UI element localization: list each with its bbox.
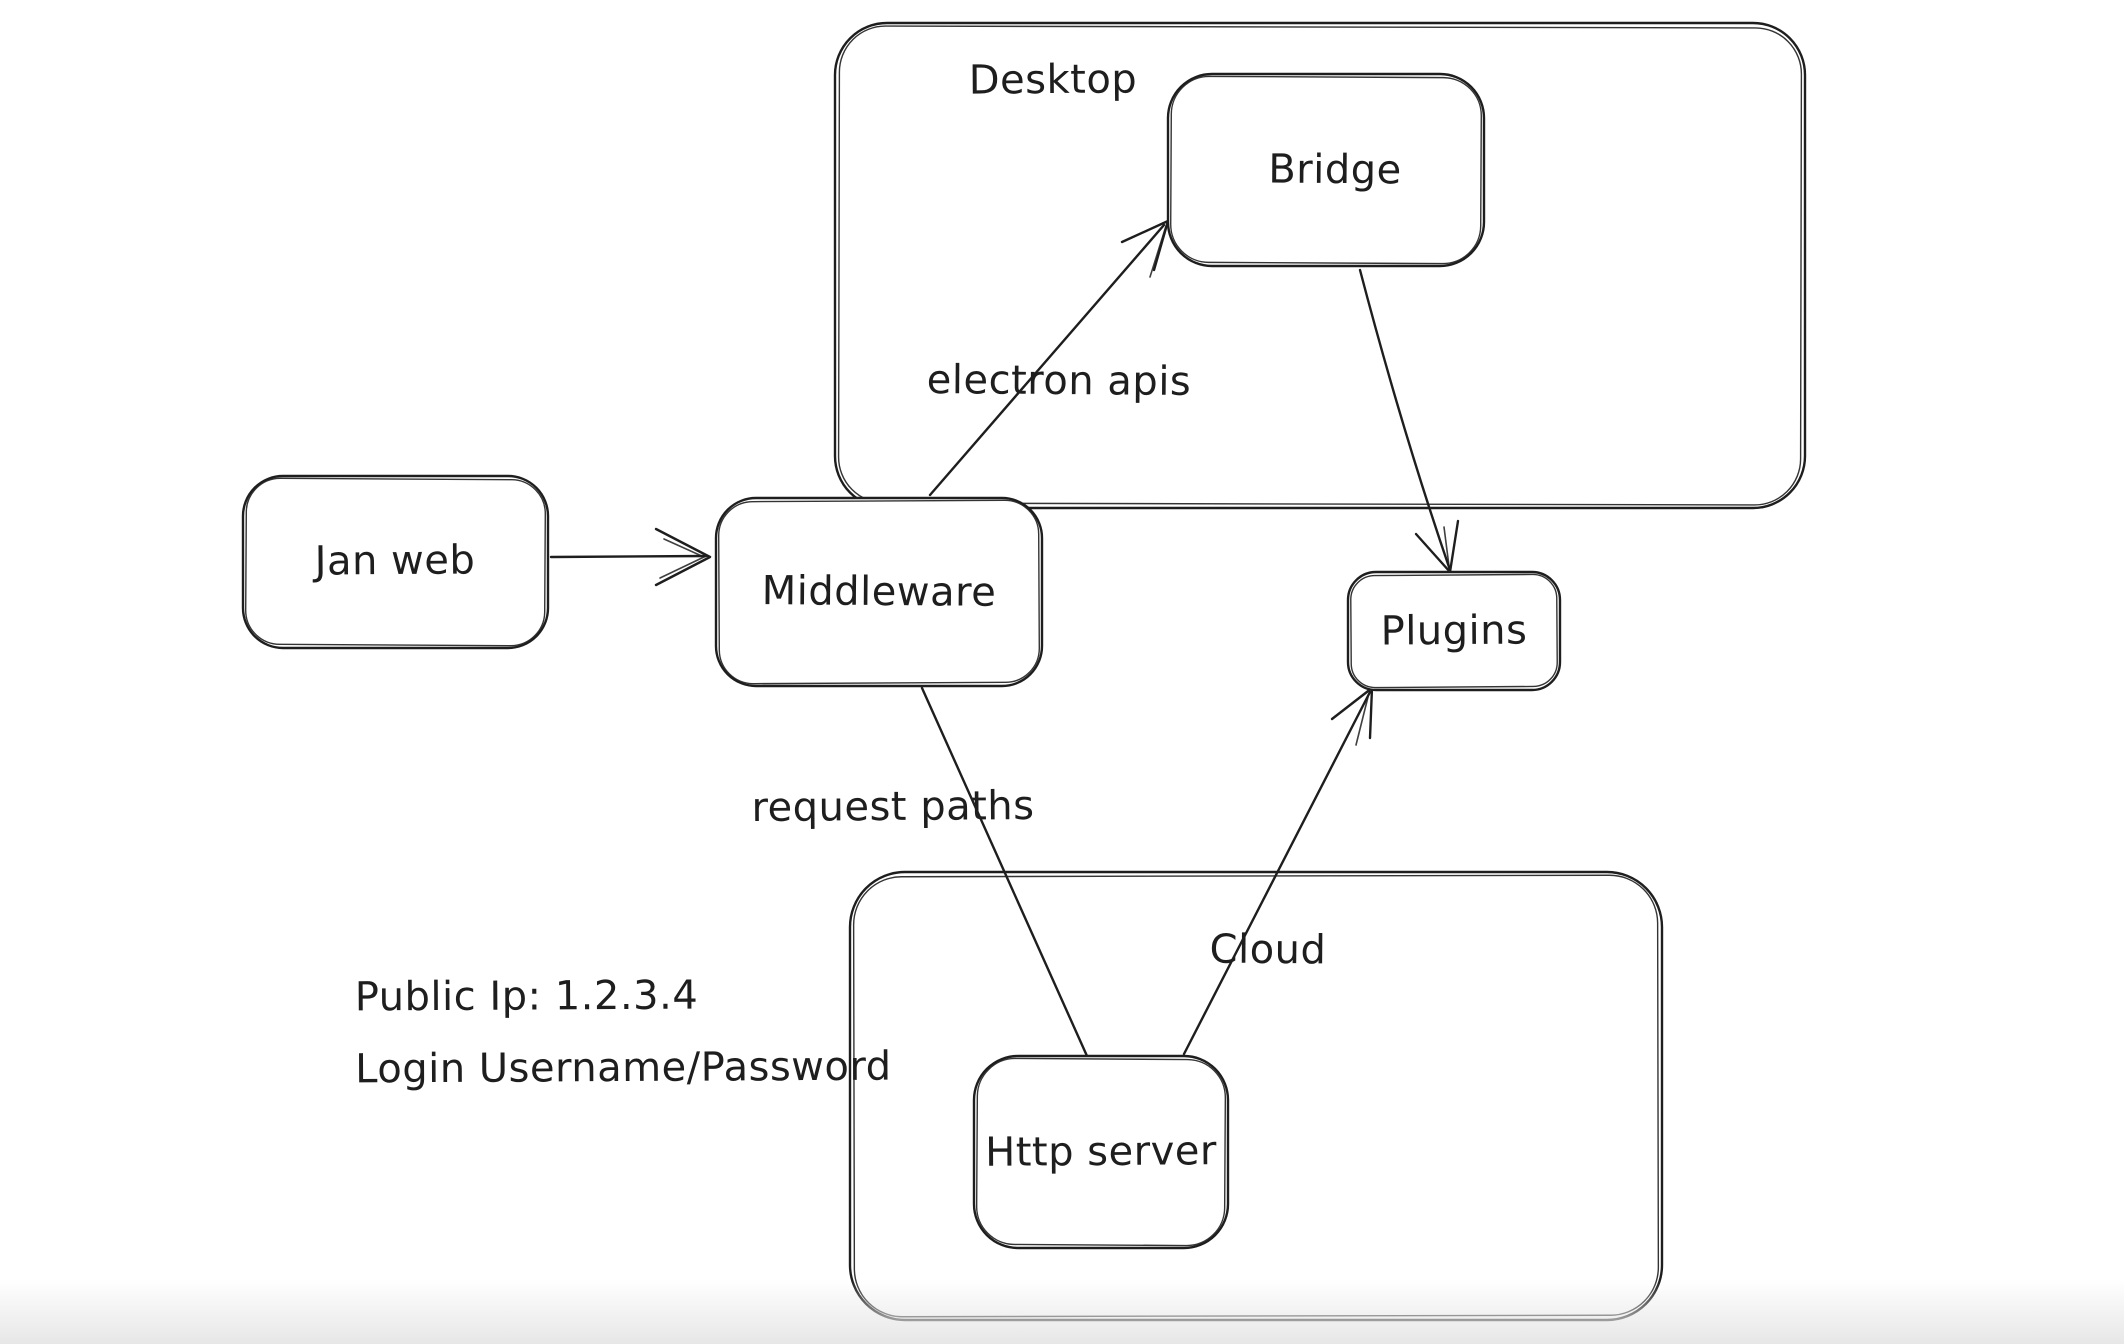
node-bridge-box[interactable] bbox=[1166, 72, 1486, 268]
edge-janweb-to-middleware[interactable] bbox=[549, 527, 712, 587]
edge-label-electron-apis: electron apis bbox=[926, 357, 1192, 405]
desktop-label: Desktop bbox=[968, 56, 1138, 104]
login-text: Login Username/Password bbox=[355, 1043, 892, 1093]
plugins-label: Plugins bbox=[1380, 607, 1528, 655]
cloud-label: Cloud bbox=[1209, 926, 1327, 974]
cloud-credentials-note: Public Ip: 1.2.3.4 Login Username/Passwo… bbox=[355, 959, 892, 1106]
httpserver-label: Http server bbox=[985, 1128, 1217, 1176]
edge-label-request-paths: request paths bbox=[751, 783, 1035, 831]
node-plugins-box[interactable] bbox=[1346, 570, 1562, 692]
public-ip-text: Public Ip: 1.2.3.4 bbox=[354, 972, 699, 1021]
node-janweb-box[interactable] bbox=[241, 474, 550, 650]
edge-middleware-to-httpserver[interactable] bbox=[920, 686, 1089, 1058]
bridge-label: Bridge bbox=[1268, 146, 1402, 194]
janweb-label: Jan web bbox=[314, 537, 476, 585]
middleware-label: Middleware bbox=[761, 568, 997, 616]
node-httpserver-box[interactable] bbox=[972, 1054, 1230, 1250]
node-middleware-box[interactable] bbox=[714, 496, 1044, 688]
